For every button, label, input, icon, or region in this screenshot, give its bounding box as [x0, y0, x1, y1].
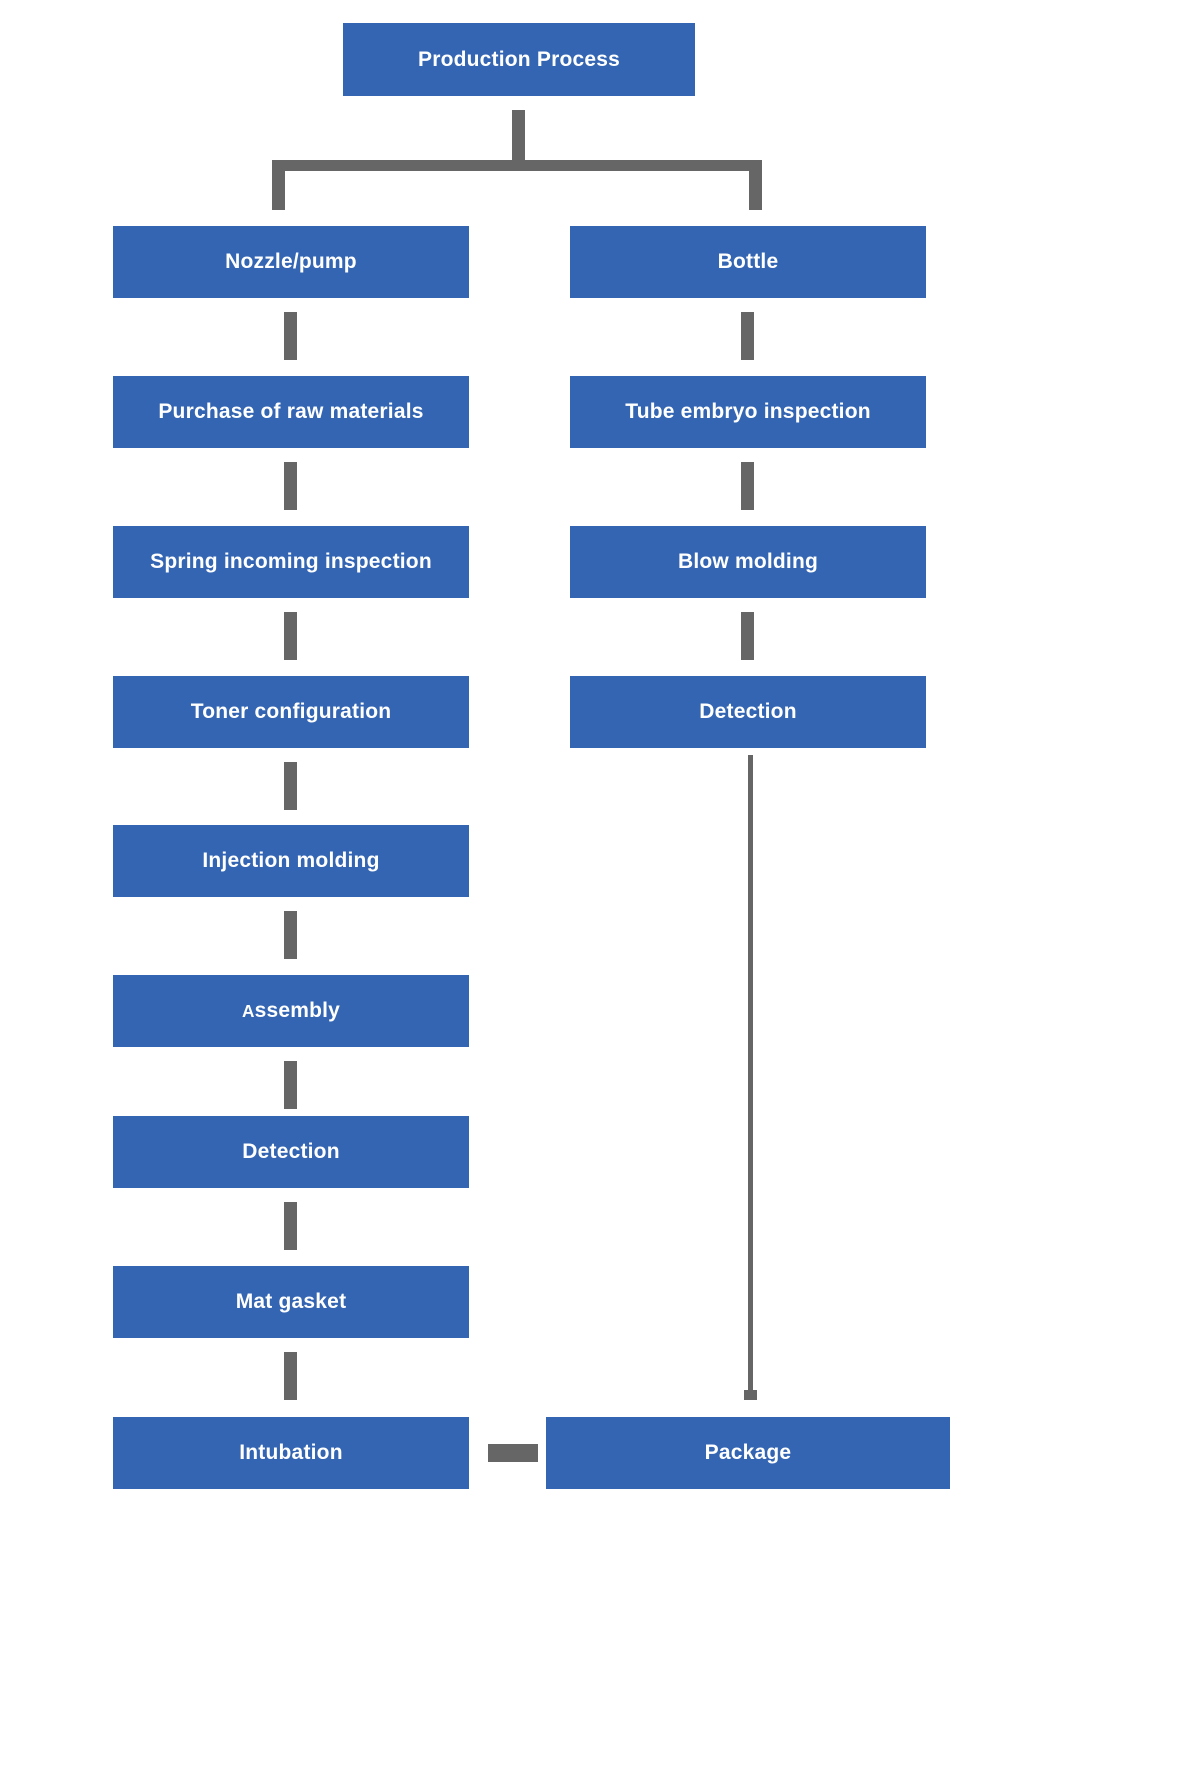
node-assembly[interactable]: Assembly — [113, 975, 469, 1047]
node-toner-configuration[interactable]: Toner configuration — [113, 676, 469, 748]
connector-detection-to-package-endcap — [744, 1390, 757, 1400]
node-tube-embryo-inspection-label: Tube embryo inspection — [625, 400, 871, 424]
connector-left-6 — [284, 1061, 297, 1109]
node-purchase-of-raw-materials-label: Purchase of raw materials — [158, 400, 424, 424]
connector-left-1 — [284, 312, 297, 360]
node-detection-right-label: Detection — [699, 700, 797, 724]
node-assembly-label-rest: ssembly — [254, 999, 341, 1023]
connector-detection-to-package — [748, 755, 753, 1395]
node-detection-right[interactable]: Detection — [570, 676, 926, 748]
node-spring-incoming-inspection[interactable]: Spring incoming inspection — [113, 526, 469, 598]
connector-left-7 — [284, 1202, 297, 1250]
connector-split-bar — [272, 160, 762, 171]
node-production-process-label: Production Process — [418, 47, 620, 71]
node-production-process[interactable]: Production Process — [343, 23, 695, 96]
node-toner-configuration-label: Toner configuration — [190, 700, 392, 724]
node-mat-gasket-label: Mat gasket — [235, 1290, 347, 1314]
connector-left-5 — [284, 911, 297, 959]
node-blow-molding-label: Blow molding — [677, 550, 819, 574]
node-detection-left[interactable]: Detection — [113, 1116, 469, 1188]
node-mat-gasket[interactable]: Mat gasket — [113, 1266, 469, 1338]
node-detection-left-label: Detection — [242, 1140, 340, 1164]
connector-right-3 — [741, 612, 754, 660]
node-tube-embryo-inspection[interactable]: Tube embryo inspection — [570, 376, 926, 448]
node-purchase-of-raw-materials[interactable]: Purchase of raw materials — [113, 376, 469, 448]
connector-split-left-arm — [272, 160, 285, 210]
node-intubation-label: Intubation — [239, 1441, 343, 1465]
connector-left-4 — [284, 762, 297, 810]
connector-right-1 — [741, 312, 754, 360]
connector-left-2 — [284, 462, 297, 510]
node-bottle[interactable]: Bottle — [570, 226, 926, 298]
node-bottle-label: Bottle — [717, 250, 779, 274]
connector-root-stub — [512, 110, 525, 160]
node-package-label: Package — [704, 1441, 792, 1465]
connector-split-right-arm — [749, 160, 762, 210]
connector-intubation-to-package — [488, 1444, 538, 1462]
node-assembly-label-lead: A — [241, 1001, 255, 1022]
node-nozzle-pump[interactable]: Nozzle/pump — [113, 226, 469, 298]
connector-right-2 — [741, 462, 754, 510]
node-spring-incoming-inspection-label: Spring incoming inspection — [150, 550, 432, 574]
node-package[interactable]: Package — [546, 1417, 950, 1489]
node-injection-molding-label: Injection molding — [202, 849, 380, 873]
connector-left-8 — [284, 1352, 297, 1400]
connector-left-3 — [284, 612, 297, 660]
node-assembly-label: Assembly — [242, 998, 340, 1023]
node-intubation[interactable]: Intubation — [113, 1417, 469, 1489]
node-injection-molding[interactable]: Injection molding — [113, 825, 469, 897]
node-blow-molding[interactable]: Blow molding — [570, 526, 926, 598]
node-nozzle-pump-label: Nozzle/pump — [225, 250, 357, 274]
